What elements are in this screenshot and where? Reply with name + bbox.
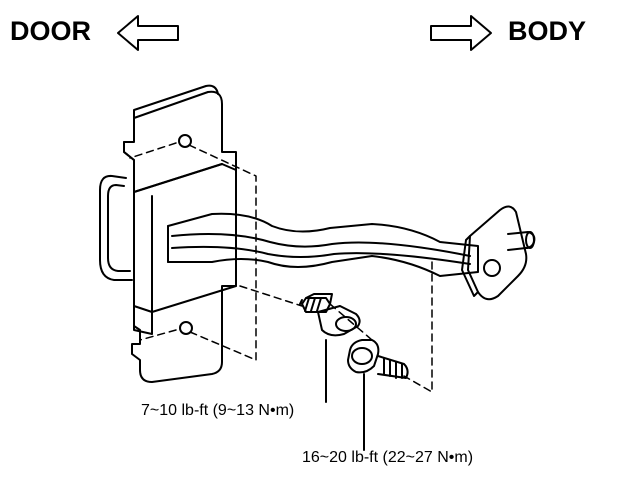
lower-bolt-torque-label: 16~20 lb-ft (22~27 N•m) [302,449,474,466]
door-bracket-plate [123,90,237,383]
body-bracket-hole [483,259,501,277]
body-direction-label: BODY [508,16,587,46]
door-bracket-upper-tab [123,141,135,161]
body-bracket-stud-end [525,231,535,249]
door-check-body-ridge [133,305,153,335]
bracket-rear-flange [99,174,133,281]
lower-bolt-hole [179,321,193,335]
body-bracket-plate [467,205,528,301]
check-strap-arm-ridge-1 [171,233,471,257]
body-bracket-edge [461,235,479,297]
door-check-body-top [133,163,223,193]
door-bracket-side [133,84,219,119]
check-strap-arm [167,212,479,277]
check-strap-arm-ridge-2 [171,245,471,265]
upper-bolt [299,293,361,337]
bracket-rear-flange-inner [107,184,131,272]
left-arrow-icon [117,15,179,51]
right-arrow-icon [430,15,492,51]
door-direction-label: DOOR [10,16,91,46]
upper-bolt-hole [178,134,192,148]
installation-dashed-lines [129,142,433,393]
lower-bolt [347,339,409,379]
upper-bolt-torque-label: 7~10 lb-ft (9~13 N•m) [141,402,295,419]
